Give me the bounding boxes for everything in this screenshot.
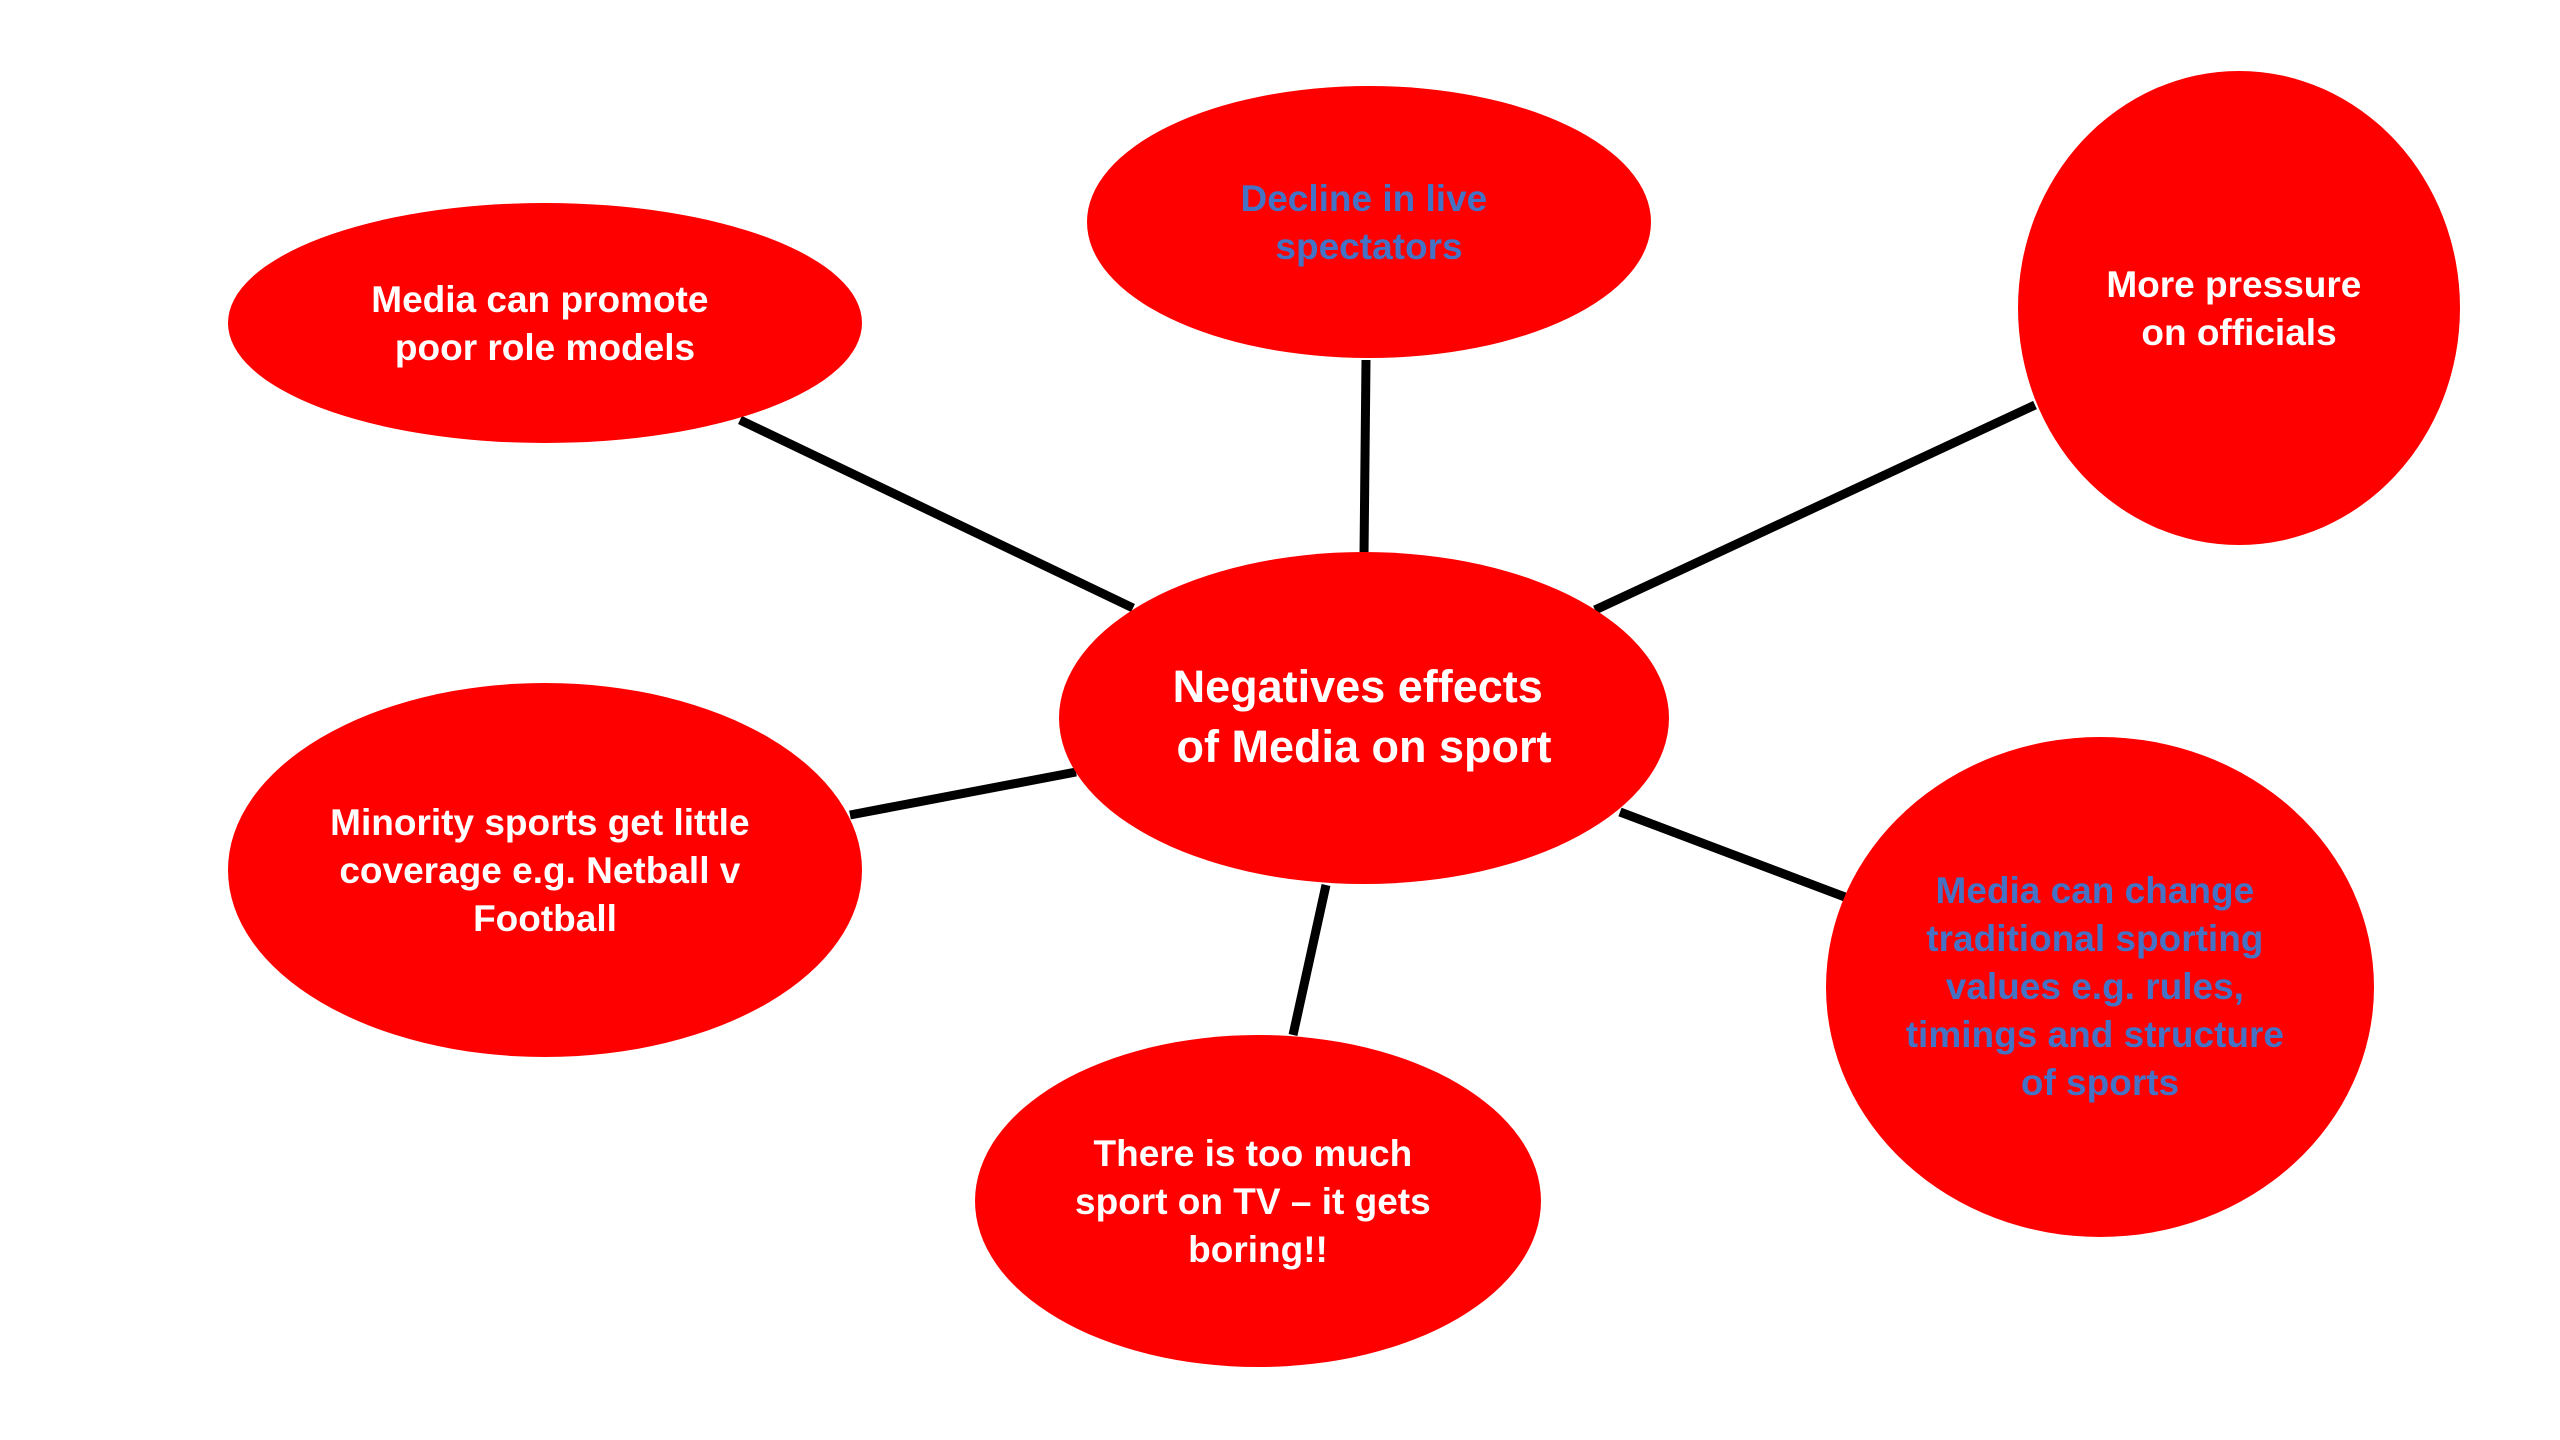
labels: Media can promote poor role models Decli… xyxy=(330,178,2371,1270)
node-role-models-label: Media can promote poor role models xyxy=(371,279,718,368)
node-traditional-values-line-5: of sports xyxy=(2021,1062,2179,1103)
node-officials-line-1: More pressure xyxy=(2106,264,2361,305)
connector-officials xyxy=(1593,400,2037,615)
node-minority-sports-line-1: Minority sports get little xyxy=(330,802,749,843)
bubbles xyxy=(228,71,2460,1367)
node-role-models-line-1: Media can promote xyxy=(371,279,708,320)
node-role-models-line-2: poor role models xyxy=(395,327,695,368)
node-traditional-values-bubble xyxy=(1826,737,2374,1237)
node-live-spectators-bubble xyxy=(1087,86,1651,358)
node-too-much-sport-line-1: There is too much xyxy=(1094,1133,1413,1174)
connector-traditional-values xyxy=(1618,807,1847,902)
node-minority-sports-bubble xyxy=(228,683,862,1057)
connector-too-much-sport xyxy=(1288,884,1331,1036)
node-officials-bubble xyxy=(2018,71,2460,545)
node-traditional-values-line-4: timings and structure xyxy=(1906,1014,2284,1055)
node-too-much-sport-bubble xyxy=(975,1035,1541,1367)
node-live-spectators-label: Decline in live spectators xyxy=(1240,178,1497,267)
node-traditional-values-line-3: values e.g. rules, xyxy=(1946,966,2244,1007)
node-traditional-values-label: Media can change traditional sporting va… xyxy=(1906,870,2295,1103)
node-center-label: Negatives effects of Media on sport xyxy=(1173,661,1556,772)
node-center-line-1: Negatives effects xyxy=(1173,661,1543,712)
node-minority-sports-line-3: Football xyxy=(473,898,617,939)
node-traditional-values-line-2: traditional sporting xyxy=(1926,918,2263,959)
connector-live-spectators xyxy=(1359,359,1371,557)
node-live-spectators-line-1: Decline in live xyxy=(1240,178,1487,219)
node-traditional-values-line-1: Media can change xyxy=(1936,870,2255,911)
node-center-bubble xyxy=(1059,552,1669,884)
connector-minority-sports xyxy=(849,767,1077,820)
connectors xyxy=(738,359,2037,1036)
node-officials-label: More pressure on officials xyxy=(2106,264,2371,353)
node-live-spectators-line-2: spectators xyxy=(1275,226,1462,267)
node-too-much-sport-line-3: boring!! xyxy=(1188,1229,1328,1270)
node-minority-sports-label: Minority sports get little coverage e.g.… xyxy=(330,802,760,939)
node-officials-line-2: on officials xyxy=(2141,312,2336,353)
connector-role-models xyxy=(738,415,1135,613)
node-minority-sports-line-2: coverage e.g. Netball v xyxy=(339,850,740,891)
node-role-models-bubble xyxy=(228,203,862,443)
node-too-much-sport-label: There is too much sport on TV – it gets … xyxy=(1075,1133,1441,1270)
node-too-much-sport-line-2: sport on TV – it gets xyxy=(1075,1181,1431,1222)
node-center-line-2: of Media on sport xyxy=(1177,721,1552,772)
